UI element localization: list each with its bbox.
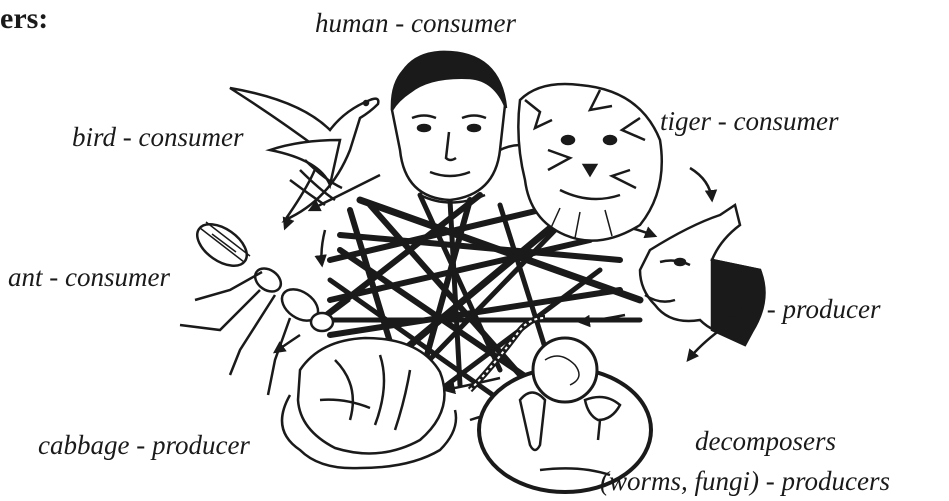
label-decomposers-detail: (worms, fungi) - producers: [600, 468, 890, 495]
label-deer: deer - producer: [712, 296, 880, 323]
human-illustration: [392, 52, 506, 203]
label-cabbage: cabbage - producer: [38, 432, 250, 459]
label-decomposers: decomposers: [695, 428, 836, 455]
heading-fragment: ers:: [0, 4, 48, 34]
cabbage-illustration: [282, 338, 456, 468]
tiger-illustration: [518, 84, 661, 241]
deer-illustration: [640, 205, 765, 345]
label-bird: bird - consumer: [72, 124, 243, 151]
bird-illustration: [230, 88, 378, 220]
label-human: human - consumer: [315, 10, 516, 37]
label-ant: ant - consumer: [8, 264, 170, 291]
label-tiger: tiger - consumer: [660, 108, 838, 135]
